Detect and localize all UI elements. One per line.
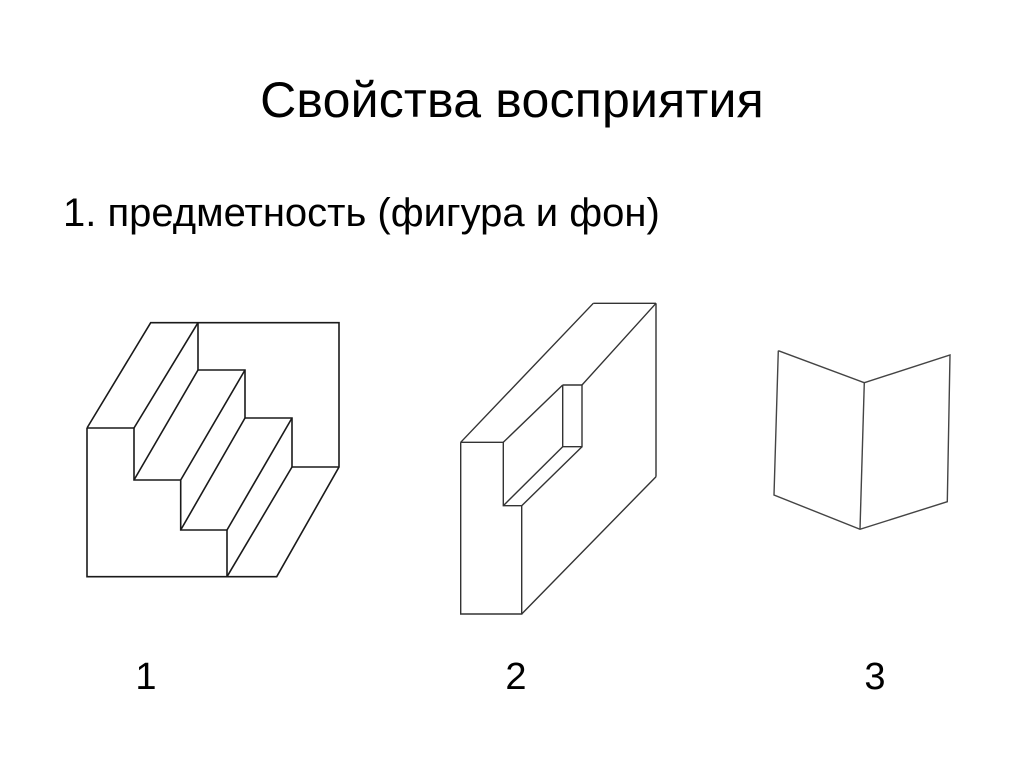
staircase-figure: [86, 321, 340, 578]
folded-card-figure: [773, 350, 951, 531]
figure-2-label: 2: [505, 656, 527, 698]
block-figure: [460, 302, 657, 615]
slide-title: Свойства восприятия: [260, 72, 764, 128]
figure-1-label: 1: [135, 656, 157, 698]
figure-3-label: 3: [864, 656, 886, 698]
bullet-point: 1. предметность (фигура и фон): [63, 191, 660, 235]
